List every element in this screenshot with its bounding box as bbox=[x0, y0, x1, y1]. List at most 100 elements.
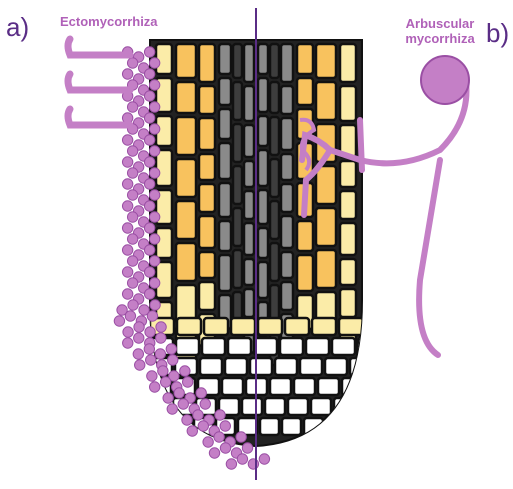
mantle-bead bbox=[127, 102, 137, 112]
mantle-bead bbox=[134, 322, 144, 332]
mantle-bead bbox=[122, 69, 132, 79]
mantle-bead bbox=[127, 168, 137, 178]
root-cell bbox=[316, 44, 336, 78]
mantle-bead bbox=[180, 366, 190, 376]
mantle-bead bbox=[187, 426, 197, 436]
root-cap-cell bbox=[260, 418, 279, 435]
mantle-bead bbox=[144, 135, 154, 145]
root-cell bbox=[270, 243, 279, 281]
mantle-bead bbox=[166, 344, 176, 354]
root-cell bbox=[281, 252, 293, 278]
mantle-bead bbox=[242, 443, 252, 453]
mantle-bead bbox=[158, 366, 168, 376]
mantle-bead bbox=[146, 355, 156, 365]
mantle-bead bbox=[160, 377, 170, 387]
mantle-bead bbox=[144, 201, 154, 211]
root-cell bbox=[316, 208, 336, 246]
root-cell bbox=[281, 86, 293, 114]
root-cap-cell bbox=[222, 378, 243, 395]
mantle-bead bbox=[149, 190, 159, 200]
root-cap-cell bbox=[306, 338, 329, 355]
mantle-bead bbox=[122, 157, 132, 167]
title-line-1: Arbuscular bbox=[400, 16, 480, 31]
root-cell bbox=[244, 191, 254, 219]
mantle-bead bbox=[134, 333, 144, 343]
root-cell bbox=[258, 116, 268, 146]
root-cell bbox=[258, 190, 268, 224]
mantle-bead bbox=[123, 338, 133, 348]
mantle-bead bbox=[144, 91, 154, 101]
root-cap-cell bbox=[250, 358, 272, 375]
root-cap-cell bbox=[358, 338, 381, 355]
root-cap-cell bbox=[242, 398, 262, 415]
root-cap-cell bbox=[311, 398, 331, 415]
mantle-bead bbox=[168, 355, 178, 365]
root-cell bbox=[219, 255, 231, 291]
root-cell bbox=[176, 117, 196, 155]
root-cell bbox=[176, 243, 196, 281]
root-cell bbox=[233, 208, 242, 246]
mantle-bead bbox=[147, 371, 157, 381]
root-cell bbox=[219, 221, 231, 251]
mantle-bead bbox=[127, 234, 137, 244]
root-cap-cell bbox=[332, 338, 355, 355]
mantle-bead bbox=[145, 327, 155, 337]
root-cap-cell bbox=[225, 358, 247, 375]
root-cap-cell bbox=[318, 378, 339, 395]
title-arbuscular-mycorrhiza: Arbuscular mycorrhiza bbox=[400, 16, 480, 46]
mantle-bead bbox=[149, 382, 159, 392]
root-cap-cell bbox=[258, 318, 282, 335]
mantle-bead bbox=[182, 415, 192, 425]
root-cell bbox=[297, 44, 313, 74]
root-cell bbox=[316, 82, 336, 120]
mantle-bead bbox=[174, 388, 184, 398]
mantle-bead bbox=[149, 234, 159, 244]
mantle-bead bbox=[144, 47, 154, 57]
mantle-bead bbox=[144, 344, 154, 354]
root-cell bbox=[244, 161, 254, 187]
mantle-bead bbox=[149, 256, 159, 266]
root-cap-cell bbox=[280, 338, 303, 355]
mantle-bead bbox=[198, 421, 208, 431]
mantle-bead bbox=[182, 377, 192, 387]
root-cell bbox=[176, 159, 196, 197]
root-cell bbox=[281, 44, 293, 82]
fungal-spore bbox=[421, 56, 469, 104]
root-cap-cell bbox=[265, 398, 285, 415]
root-cell bbox=[297, 221, 313, 251]
mantle-bead bbox=[144, 267, 154, 277]
root-cell bbox=[244, 259, 254, 285]
mantle-bead bbox=[259, 454, 269, 464]
mantle-bead bbox=[122, 245, 132, 255]
root-cap-cell bbox=[150, 418, 169, 435]
root-cell bbox=[340, 86, 356, 121]
mantle-bead bbox=[122, 267, 132, 277]
mantle-bead bbox=[163, 393, 173, 403]
extramatrical-hypha bbox=[68, 39, 130, 55]
mantle-bead bbox=[127, 212, 137, 222]
root-cell bbox=[258, 228, 268, 258]
mantle-bead bbox=[193, 410, 203, 420]
root-cell bbox=[316, 166, 336, 204]
root-cell bbox=[281, 216, 293, 248]
root-cell bbox=[233, 166, 242, 204]
root-cell bbox=[176, 44, 196, 78]
root-cap-cell bbox=[200, 358, 222, 375]
root-cell bbox=[244, 44, 254, 82]
root-cap-cell bbox=[204, 318, 228, 335]
root-cell bbox=[199, 118, 215, 150]
mantle-bead bbox=[215, 410, 225, 420]
mantle-bead bbox=[144, 245, 154, 255]
mantle-bead bbox=[150, 300, 160, 310]
root-cell bbox=[233, 124, 242, 162]
extramatrical-hypha bbox=[68, 109, 130, 125]
mantle-bead bbox=[178, 399, 188, 409]
mantle-bead bbox=[144, 179, 154, 189]
root-cap-cell bbox=[357, 398, 377, 415]
mantle-bead bbox=[149, 124, 159, 134]
mantle-bead bbox=[214, 432, 224, 442]
mantle-bead bbox=[144, 223, 154, 233]
root-cap-cell bbox=[339, 318, 363, 335]
root-cap-cell bbox=[326, 418, 345, 435]
arbuscular-hypha bbox=[419, 160, 440, 355]
